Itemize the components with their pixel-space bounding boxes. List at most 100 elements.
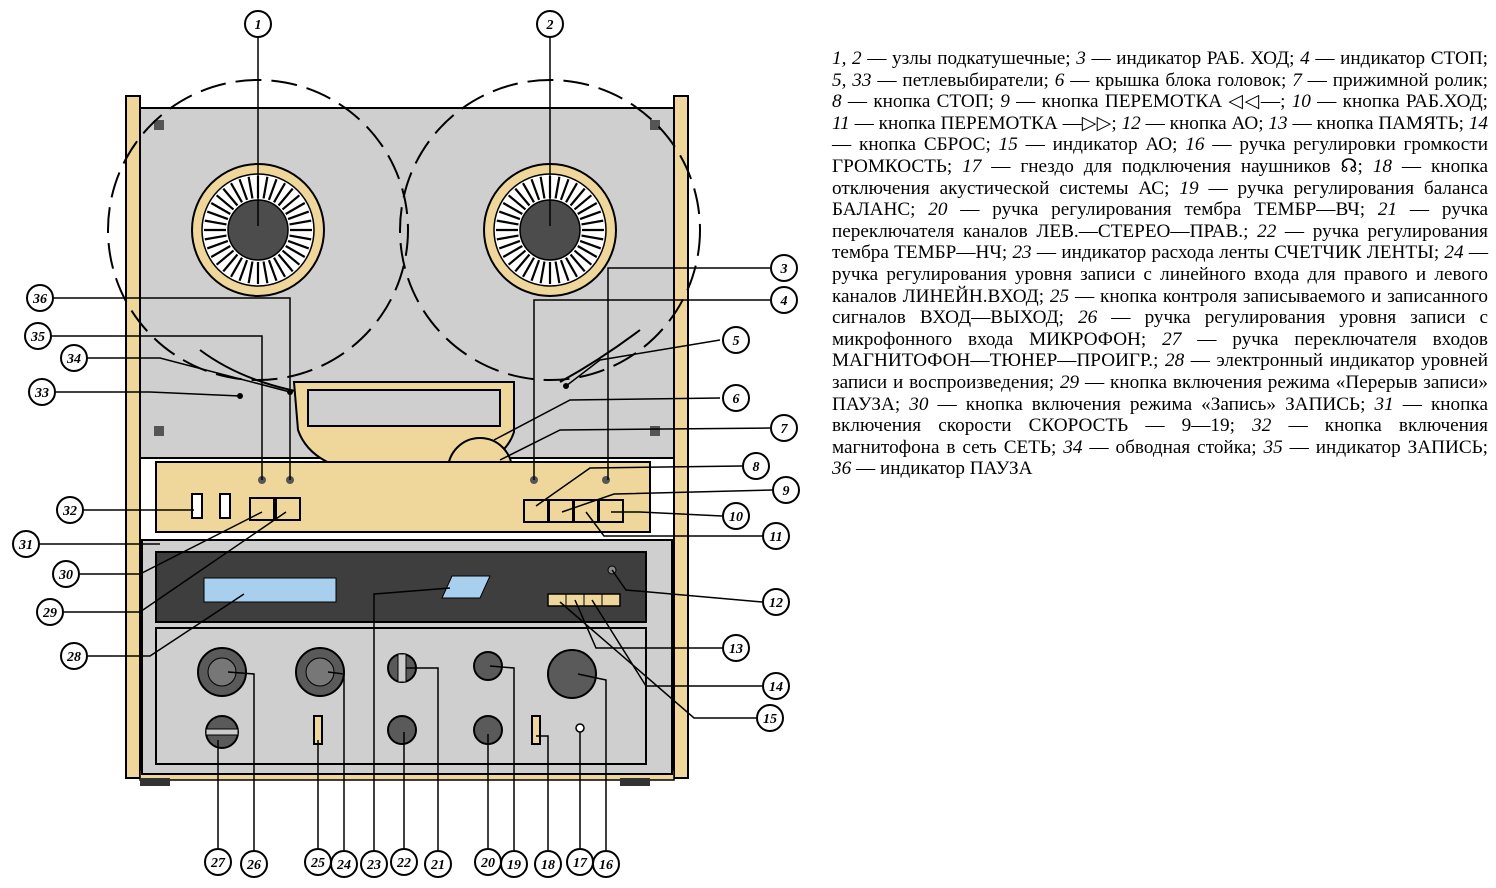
legend-item: 31 — кнопка включения скорости СКОРОСТЬ … [832, 393, 1488, 437]
callout-4: 4 [770, 286, 798, 314]
legend-item: 22 — ручка регулирования тембра ТЕМБР—НЧ [832, 220, 1488, 264]
legend-item: 32 — кнопка включения магнитофона в сеть… [832, 415, 1489, 458]
legend-item: 13 — кнопка ПАМЯТЬ [1268, 112, 1459, 134]
legend-description: индикатор расхода ленты СЧЕТЧИК ЛЕНТЫ [1061, 242, 1434, 264]
callout-1: 1 [244, 10, 272, 38]
legend-number: 17 [962, 155, 982, 177]
legend-number: 26 [1078, 307, 1098, 329]
legend-description: крышка блока головок [1095, 69, 1281, 91]
transport-stop-button [523, 499, 549, 523]
legend-number: 34 [1063, 436, 1083, 458]
legend-item: 12 — кнопка АО [1121, 112, 1259, 134]
callout-22: 22 [390, 848, 418, 876]
svg-text:14: 14 [769, 680, 783, 695]
svg-text:34: 34 [66, 352, 81, 367]
legend-item: 34 — обводная стойка [1063, 436, 1252, 458]
svg-text:3: 3 [780, 262, 788, 277]
legend-item: 1, 2 — узлы подкатушечные [832, 48, 1066, 69]
legend-description: обводная стойка [1115, 436, 1252, 458]
legend-description: кнопка отключения акустической системы А… [832, 155, 1488, 199]
legend-description: кнопка включения режима «Запись» ЗАПИСЬ [965, 393, 1361, 415]
callout-19: 19 [500, 850, 528, 878]
speaker-off-button [531, 715, 541, 745]
legend-item: 17 — гнездо для подключения наушников ☊ [962, 155, 1358, 177]
legend-number: 1, 2 [832, 48, 862, 69]
callout-18: 18 [534, 850, 562, 878]
legend-description: индикатор ПАУЗА [879, 458, 1033, 480]
svg-text:17: 17 [573, 856, 588, 871]
callout-21: 21 [424, 850, 452, 878]
legend-number: 25 [1049, 285, 1070, 307]
svg-text:27: 27 [210, 856, 226, 871]
deck-screw [650, 426, 660, 436]
legend-number: 28 [1164, 350, 1185, 372]
svg-text:25: 25 [310, 856, 325, 871]
right-reel [483, 163, 617, 297]
legend-item: 35 — индикатор ЗАПИСЬ [1263, 436, 1483, 458]
legend-description: кнопка включения магнитофона в сеть СЕТЬ [832, 415, 1489, 458]
legend-description: кнопка ПЕРЕМОТКА —▷▷ [878, 112, 1112, 134]
callout-16: 16 [592, 850, 620, 878]
callout-31: 31 [12, 530, 40, 558]
legend-description: кнопка АО [1169, 112, 1259, 134]
legend-number: 35 [1263, 436, 1283, 458]
legend-number: 13 [1268, 112, 1288, 134]
svg-text:28: 28 [66, 650, 81, 665]
legend-item: 30 — кнопка включения режима «Запись» ЗА… [909, 393, 1361, 415]
callout-12: 12 [762, 588, 790, 616]
callout-5: 5 [722, 326, 750, 354]
legend-item: 36 — индикатор ПАУЗА [832, 458, 1033, 480]
svg-text:4: 4 [780, 294, 788, 309]
legend-description: гнездо для подключения наушников ☊ [1020, 155, 1358, 177]
legend-description: ручка переключателя входов МАГНИТОФОН—ТЮ… [832, 328, 1488, 372]
callout-35: 35 [24, 322, 52, 350]
callout-20: 20 [474, 848, 502, 876]
deck-screw [154, 120, 164, 130]
legend-item: 25 — кнопка контроля записываемого и зап… [832, 285, 1488, 329]
svg-text:15: 15 [763, 712, 777, 727]
legend-item: 4 — индикатор СТОП [1300, 48, 1483, 69]
legend-item: 16 — ручка регулировки громкости ГРОМКОС… [832, 134, 1488, 177]
legend-description: ручка регулирования уровня записи с микр… [832, 307, 1488, 350]
legend-description: узлы подкатушечные [892, 48, 1066, 69]
legend-number: 9 [1000, 91, 1010, 113]
legend-number: 3 [1076, 48, 1086, 69]
legend-number: 4 [1300, 48, 1310, 69]
svg-text:1: 1 [255, 18, 262, 33]
callout-30: 30 [52, 560, 80, 588]
svg-text:33: 33 [34, 386, 49, 401]
volume-knob [547, 649, 597, 699]
monitor-button [313, 715, 323, 745]
power-button [191, 493, 203, 519]
svg-text:30: 30 [58, 568, 73, 583]
legend-number: 36 [832, 458, 852, 480]
svg-text:20: 20 [480, 856, 495, 871]
svg-text:23: 23 [366, 858, 381, 873]
legend-item: 10 — кнопка РАБ.ХОД [1291, 91, 1483, 113]
callout-26: 26 [240, 850, 268, 878]
legend-number: 5, 33 [832, 69, 872, 91]
legend-item: 19 — ручка регулирования баланса БАЛАНС [832, 177, 1489, 221]
deck-screw [154, 426, 164, 436]
head-window [307, 389, 501, 427]
legend-number: 32 [1252, 415, 1272, 437]
legend-item: 23 — индикатор расхода ленты СЧЕТЧИК ЛЕН… [1012, 242, 1434, 264]
legend-number: 6 [1054, 69, 1065, 91]
legend-item: 14 — кнопка СБРОС [832, 112, 1488, 156]
callout-33: 33 [28, 378, 56, 406]
legend-number: 21 [1377, 199, 1398, 221]
svg-text:31: 31 [18, 538, 33, 553]
legend-item: 20 — ручка регулирования тембра ТЕМБР—ВЧ [928, 199, 1360, 221]
callout-2: 2 [536, 10, 564, 38]
legend-description: кнопка СТОП [873, 91, 989, 113]
svg-text:32: 32 [62, 504, 77, 519]
legend-number: 7 [1292, 69, 1302, 91]
legend-description: индикатор АО [1052, 134, 1173, 156]
leader-lines [40, 38, 773, 850]
callout-24: 24 [330, 850, 358, 878]
legend-description: кнопка ПЕРЕМОТКА ◁◁— [1041, 91, 1281, 113]
legend-description: ручка регулировки громкости ГРОМКОСТЬ [832, 134, 1488, 177]
legend-item: 29 — кнопка включения режима «Перерыв за… [832, 371, 1488, 415]
legend-number: 18 [1372, 155, 1392, 177]
